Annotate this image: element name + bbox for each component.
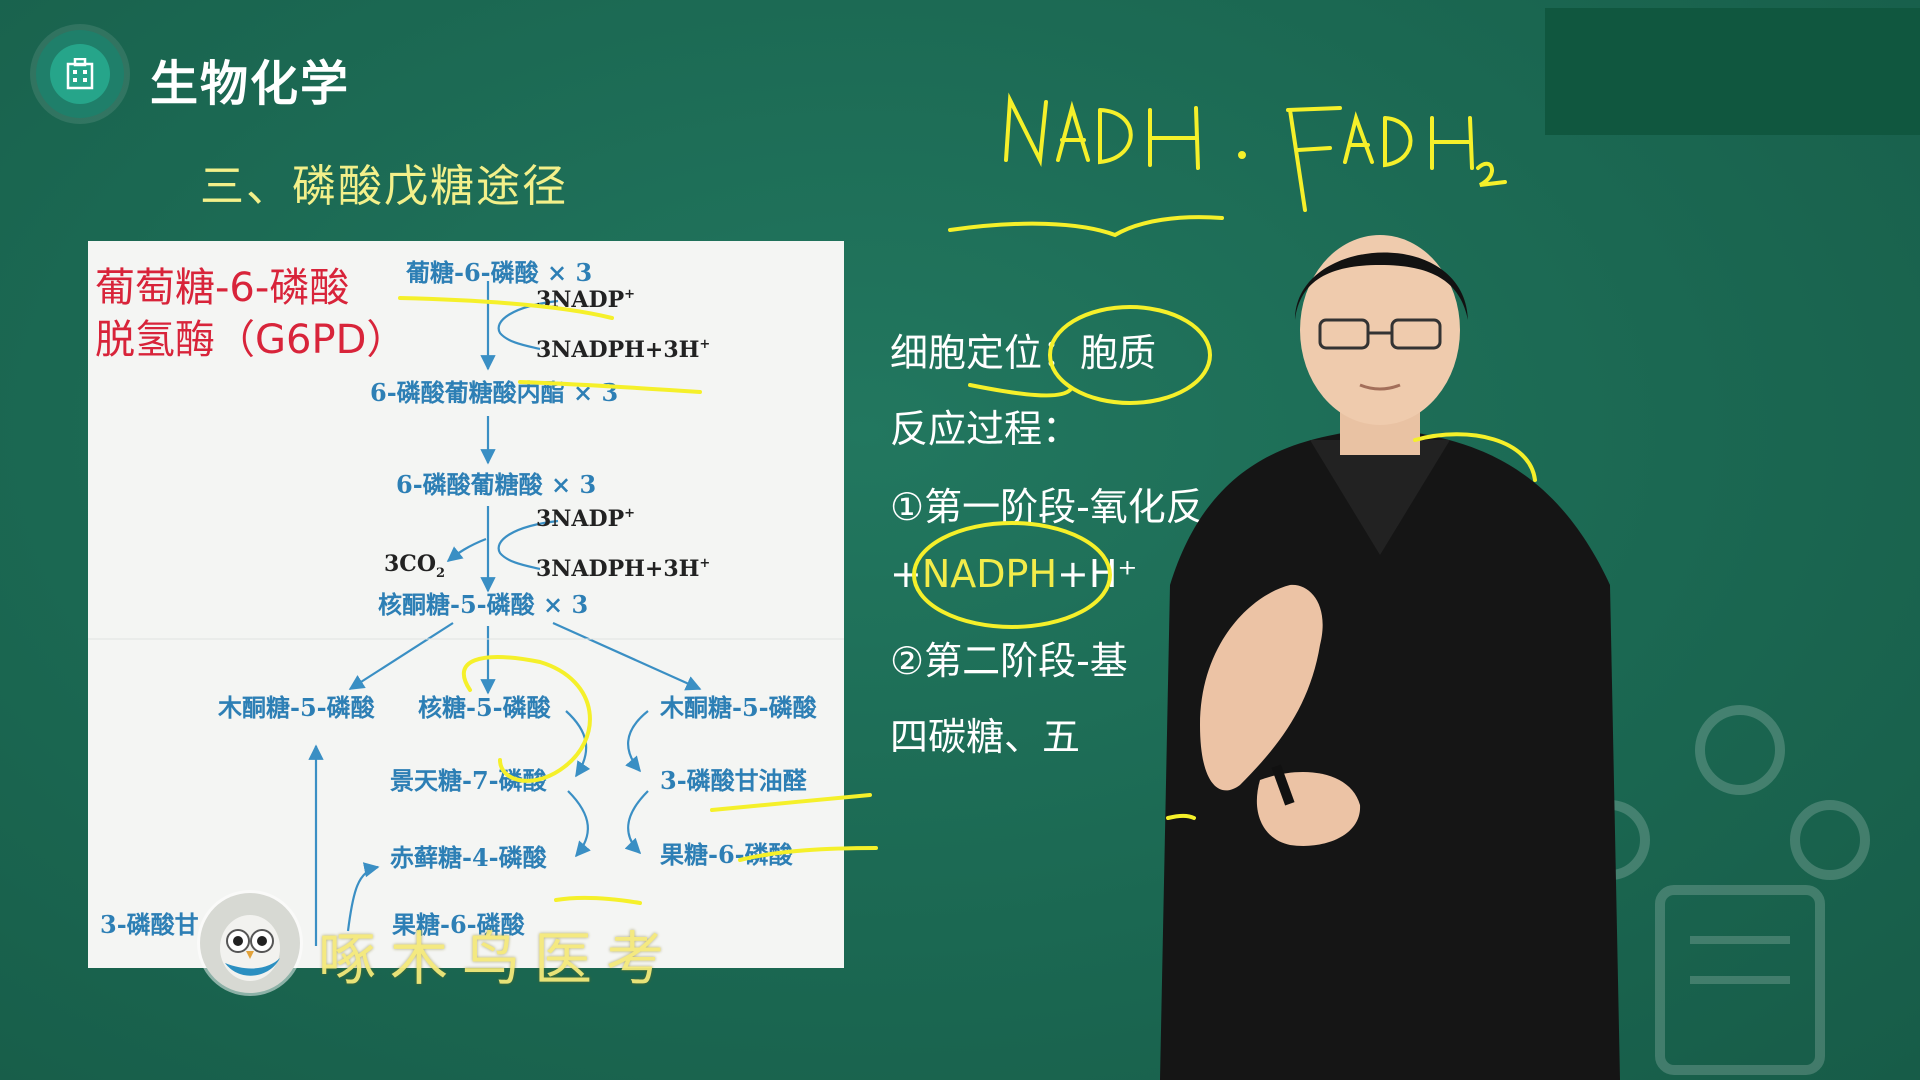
arrow-co2 <box>446 537 487 562</box>
note-stage2-cont: 四碳糖、五 <box>890 715 1081 759</box>
section-title: 三、磷酸戊糖途径 <box>200 161 568 212</box>
enzyme-label-line1: 葡萄糖-6-磷酸 <box>95 265 350 311</box>
course-logo <box>36 30 124 118</box>
node-gluconate: 6-磷酸葡糖酸 × 3 <box>396 470 596 499</box>
node-nadph1: 3NADPH+3H+ <box>536 337 710 363</box>
node-g3p-left: 3-磷酸甘 <box>100 910 199 939</box>
note-process: 反应过程： <box>890 407 1081 451</box>
note-stage2: ②第二阶段-基 <box>890 639 1128 683</box>
node-e4p: 赤藓糖-4-磷酸 <box>390 843 548 872</box>
arrow-ru5p-xu5p-right <box>552 621 702 691</box>
node-nadph2: 3NADPH+3H+ <box>536 556 710 582</box>
node-f6p-bottom: 果糖-6-磷酸 <box>392 910 526 939</box>
node-s7p: 景天糖-7-磷酸 <box>390 766 548 795</box>
node-co2: 3CO2 <box>384 551 445 581</box>
arrow-e4p-left <box>346 862 380 932</box>
node-nadp2: 3NADP+ <box>536 506 635 532</box>
presenter-raised-hand <box>1200 584 1323 791</box>
arrow-nadp2 <box>497 519 559 571</box>
enzyme-label-line2: 脱氢酶（G6PD） <box>95 317 407 363</box>
node-xu5p-right: 木酮糖-5-磷酸 <box>659 693 818 722</box>
presenter <box>1160 235 1620 1080</box>
building-icon <box>66 58 94 90</box>
arrow-g3p-f6p <box>624 790 649 855</box>
node-g6p: 葡糖-6-磷酸 × 3 <box>405 258 592 287</box>
note-nadph: NADPH <box>921 552 1058 596</box>
camera-overlay-box <box>1545 8 1920 135</box>
arrow-ru5p-xu5p-left <box>348 622 454 690</box>
presenter-head <box>1300 235 1460 425</box>
note-plus: + <box>890 552 922 596</box>
course-title: 生物化学 <box>150 56 351 112</box>
node-ru5p: 核酮糖-5-磷酸 × 3 <box>378 590 588 619</box>
owl-logo <box>200 893 300 993</box>
arrow-s7p-e4p <box>567 790 591 858</box>
node-nadp1: 3NADP+ <box>536 287 635 313</box>
owl-icon <box>220 915 280 981</box>
arrow-r5p-s7p <box>565 710 591 778</box>
node-xu5p-left: 木酮糖-5-磷酸 <box>217 693 376 722</box>
node-r5p: 核糖-5-磷酸 <box>418 693 552 722</box>
arrow-xu5p-g3p <box>625 710 649 773</box>
node-g3p-right: 3-磷酸甘油醛 <box>660 766 808 795</box>
watermark-text: 啄木鸟医考 <box>318 925 679 993</box>
pathway-diagram: 葡糖-6-磷酸 × 3 6-磷酸葡糖酸内酯 × 3 6-磷酸葡糖酸 × 3 核酮… <box>88 241 844 968</box>
enzyme-label: 葡萄糖-6-磷酸 脱氢酶（G6PD） <box>95 262 406 366</box>
node-lactone: 6-磷酸葡糖酸内酯 × 3 <box>370 378 618 407</box>
node-f6p-right: 果糖-6-磷酸 <box>660 840 794 869</box>
